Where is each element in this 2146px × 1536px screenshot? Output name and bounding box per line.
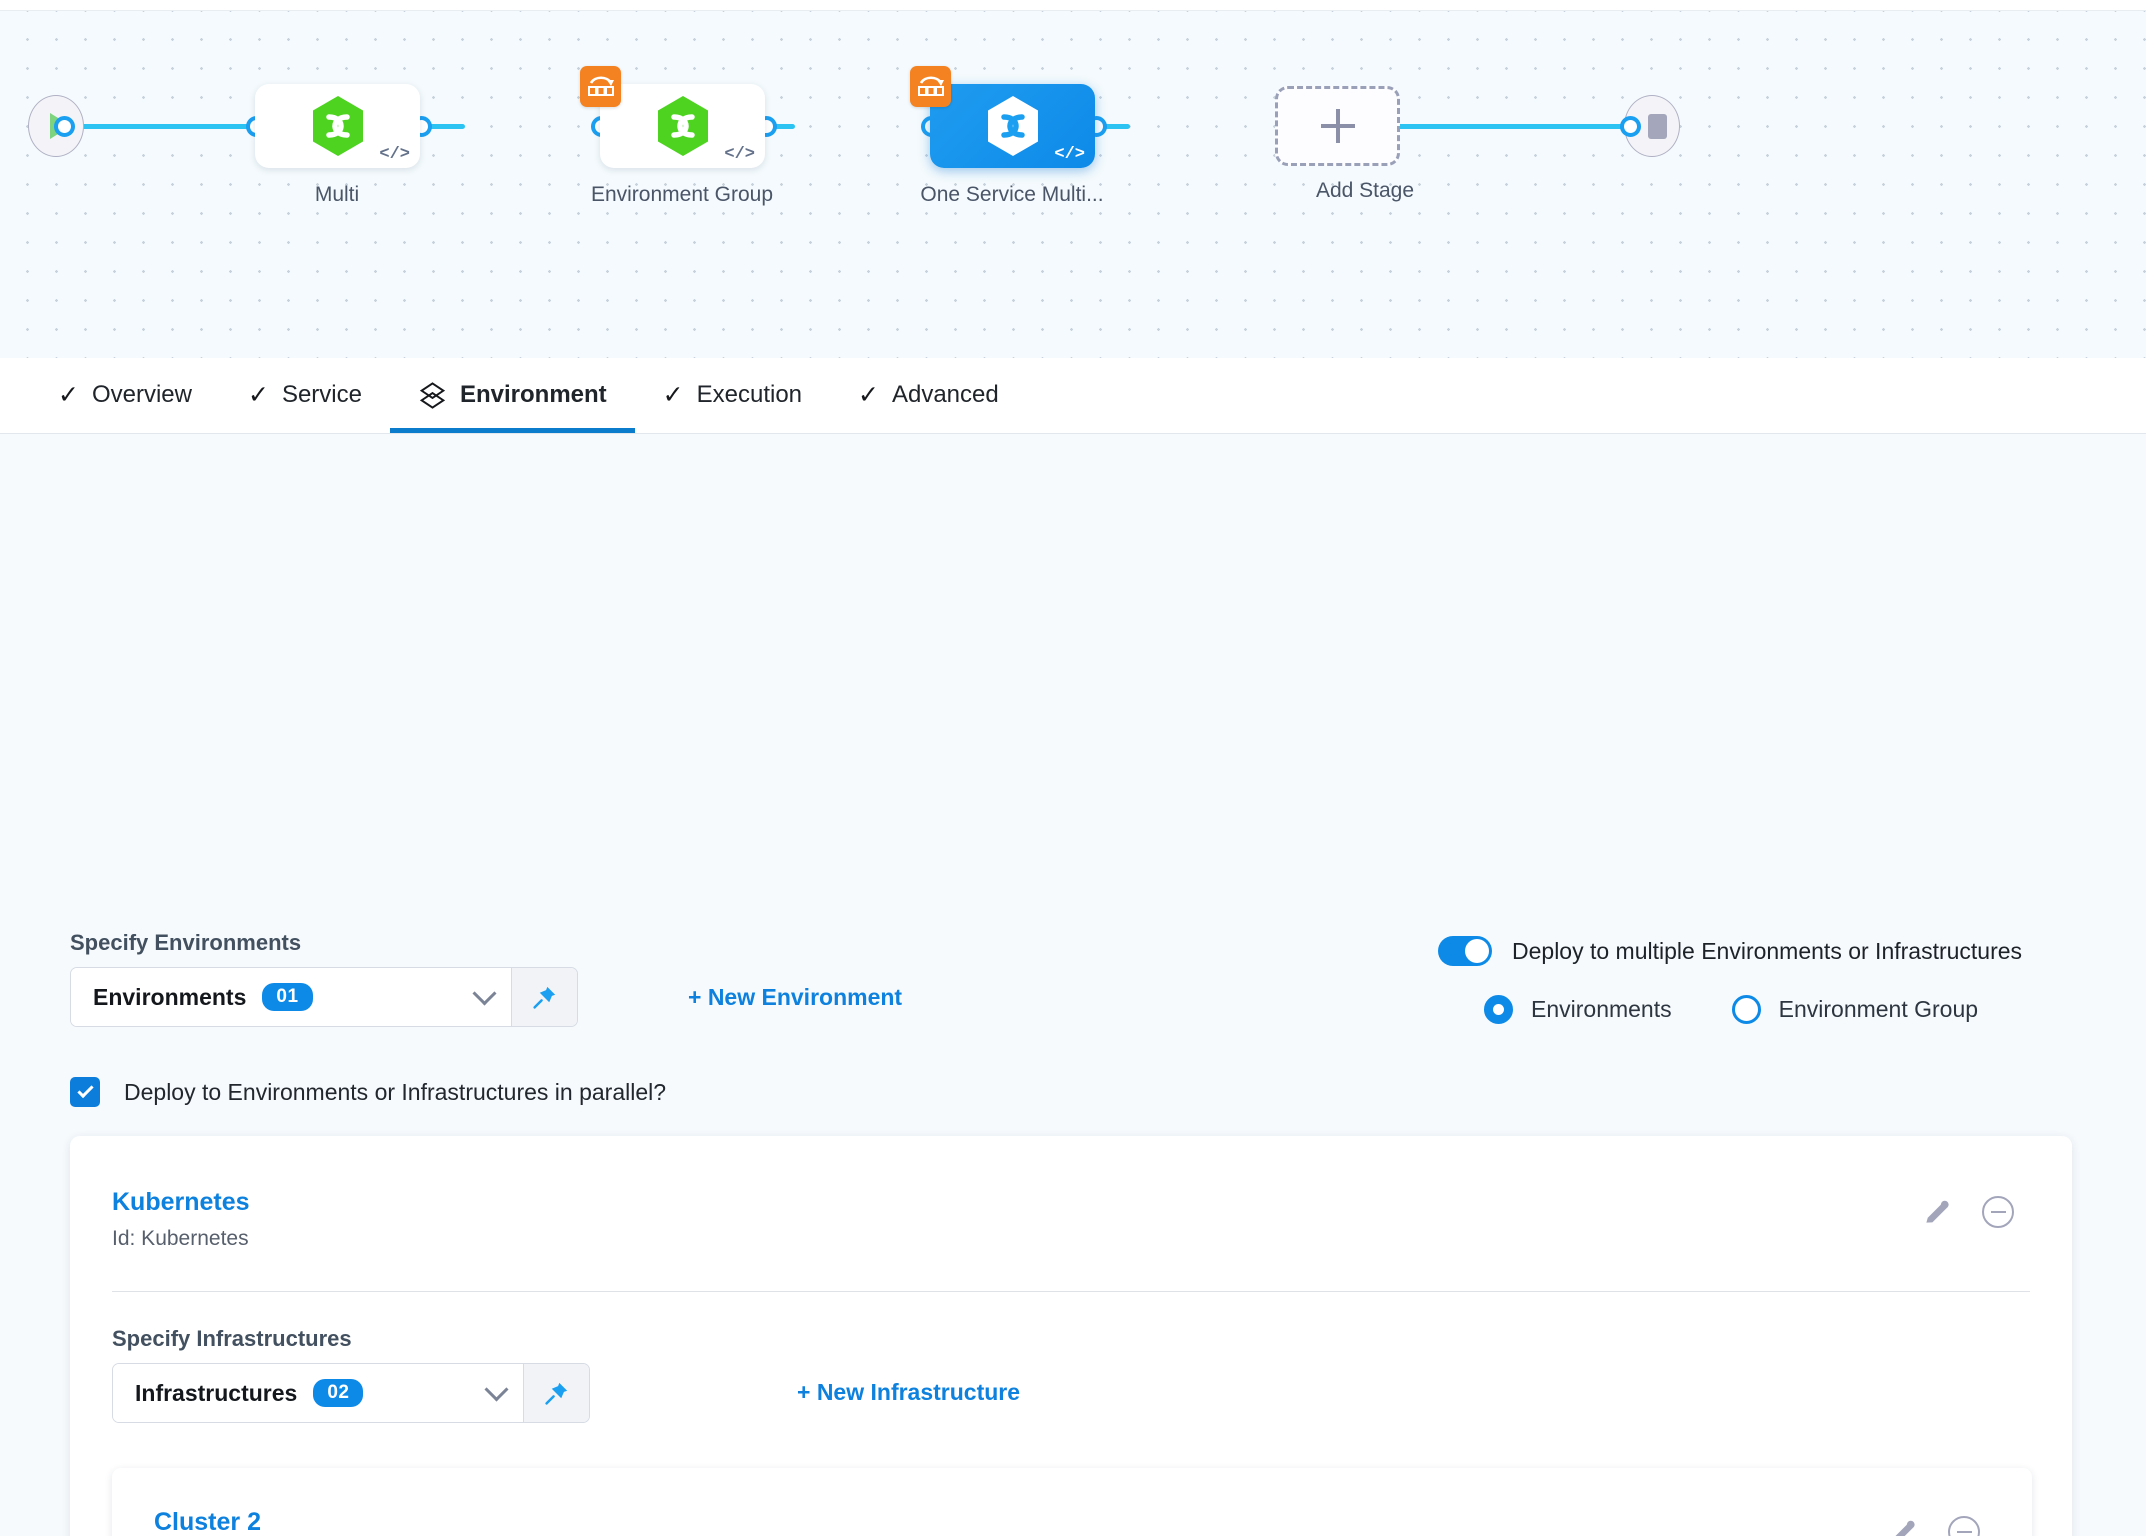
toggle-knob [1465,939,1489,963]
radio-environment-group-input[interactable] [1732,995,1761,1024]
check-icon: ✓ [663,383,684,408]
environment-entity: Kubernetes Id: Kubernetes [112,1188,250,1251]
add-stage-button[interactable] [1275,86,1400,166]
add-stage-label: Add Stage [1265,175,1465,206]
layers-icon [418,381,447,410]
multi-deploy-toggle-label: Deploy to multiple Environments or Infra… [1512,938,2022,965]
pencil-icon[interactable] [1922,1197,1952,1227]
environment-panel: Specify Environments Environments 01 + N… [0,434,2146,1536]
specify-infrastructures-label: Specify Infrastructures [112,1326,352,1352]
infrastructures-count-badge: 02 [313,1379,363,1407]
pipeline-node-label: Multi [237,179,437,210]
check-icon [77,1082,93,1098]
pipeline-node-environment-group[interactable]: </> [600,84,765,168]
environment-id: Id: Kubernetes [112,1227,250,1251]
pin-infrastructures-button[interactable] [523,1364,589,1422]
multi-deploy-toggle[interactable] [1438,936,1492,966]
node-code-icon[interactable]: </> [724,145,755,164]
minus-circle-icon[interactable] [1948,1516,1980,1536]
node-code-icon[interactable]: </> [379,145,410,164]
infrastructures-dropdown-text: Infrastructures [135,1380,297,1407]
tab-label: Advanced [892,381,999,409]
parallel-deploy-checkbox[interactable] [70,1077,100,1107]
environment-actions [1922,1196,2014,1228]
tab-label: Overview [92,381,192,409]
radio-environment-group[interactable]: Environment Group [1732,995,1978,1024]
pipeline-canvas[interactable]: </> Multi </> Environment [0,10,2146,358]
chevron-down-icon [472,981,496,1005]
harness-service-icon [311,95,365,157]
check-icon: ✓ [248,383,269,408]
harness-service-icon [656,95,710,157]
pipeline-edge [1395,124,1645,129]
pin-icon [531,984,558,1011]
pin-icon [543,1380,570,1407]
tab-service[interactable]: ✓ Service [220,357,390,433]
check-icon: ✓ [858,383,879,408]
new-infrastructure-button[interactable]: + New Infrastructure [797,1379,1020,1406]
check-icon: ✓ [58,383,79,408]
pipeline-node-multi[interactable]: </> [255,84,420,168]
stage-tabs: ✓ Overview ✓ Service Environment ✓ Execu… [0,358,2146,434]
radio-environments-input[interactable] [1484,995,1513,1024]
infrastructure-entity: Cluster 2 Id: Cluster_2 [154,1508,273,1536]
matrix-strategy-icon[interactable] [910,66,951,107]
environments-dropdown-main[interactable]: Environments 01 [71,968,511,1026]
pencil-icon[interactable] [1888,1517,1918,1536]
node-code-icon[interactable]: </> [1054,145,1085,164]
tab-advanced[interactable]: ✓ Advanced [830,357,1027,433]
tab-execution[interactable]: ✓ Execution [635,357,830,433]
plus-icon [1321,109,1355,143]
card-divider [112,1291,2030,1292]
radio-environments[interactable]: Environments [1484,995,1672,1024]
environments-count-badge: 01 [262,983,312,1011]
matrix-strategy-icon[interactable] [580,66,621,107]
environments-dropdown-text: Environments [93,984,246,1011]
pipeline-edge [60,124,260,129]
specify-environments-label: Specify Environments [70,930,301,956]
pipeline-canvas-wrap: </> Multi </> Environment [0,0,2146,358]
radio-environment-group-label: Environment Group [1779,996,1978,1023]
multi-deploy-toggle-row[interactable]: Deploy to multiple Environments or Infra… [1438,936,2022,966]
pipeline-port [1620,116,1641,137]
tab-overview[interactable]: ✓ Overview [30,357,220,433]
infrastructure-actions [1888,1516,1980,1536]
environment-config-card: Kubernetes Id: Kubernetes Specify Infras… [70,1136,2072,1536]
radio-environments-label: Environments [1531,996,1672,1023]
tab-environment[interactable]: Environment [390,357,635,433]
stop-icon [1648,114,1667,139]
pin-environments-button[interactable] [511,968,577,1026]
harness-service-icon [986,95,1040,157]
parallel-deploy-label: Deploy to Environments or Infrastructure… [124,1079,666,1106]
deploy-scope-radio-group: Environments Environment Group [1484,995,1978,1024]
tab-label: Service [282,381,362,409]
parallel-deploy-row[interactable]: Deploy to Environments or Infrastructure… [70,1077,666,1107]
minus-circle-icon[interactable] [1982,1196,2014,1228]
environment-name-link[interactable]: Kubernetes [112,1188,250,1217]
tab-label: Execution [697,381,802,409]
pipeline-node-one-service-multi[interactable]: </> [930,84,1095,168]
tab-label: Environment [460,381,607,409]
pipeline-port [54,116,75,137]
chevron-down-icon [484,1377,508,1401]
infrastructure-card[interactable]: Cluster 2 Id: Cluster_2 [112,1468,2032,1536]
pipeline-node-label: Environment Group [582,179,782,210]
infrastructures-dropdown-main[interactable]: Infrastructures 02 [113,1364,523,1422]
infrastructure-name-link[interactable]: Cluster 2 [154,1508,273,1536]
new-environment-button[interactable]: + New Environment [688,984,902,1011]
environments-dropdown[interactable]: Environments 01 [70,967,578,1027]
infrastructures-dropdown[interactable]: Infrastructures 02 [112,1363,590,1423]
pipeline-node-label: One Service Multi... [912,179,1112,210]
